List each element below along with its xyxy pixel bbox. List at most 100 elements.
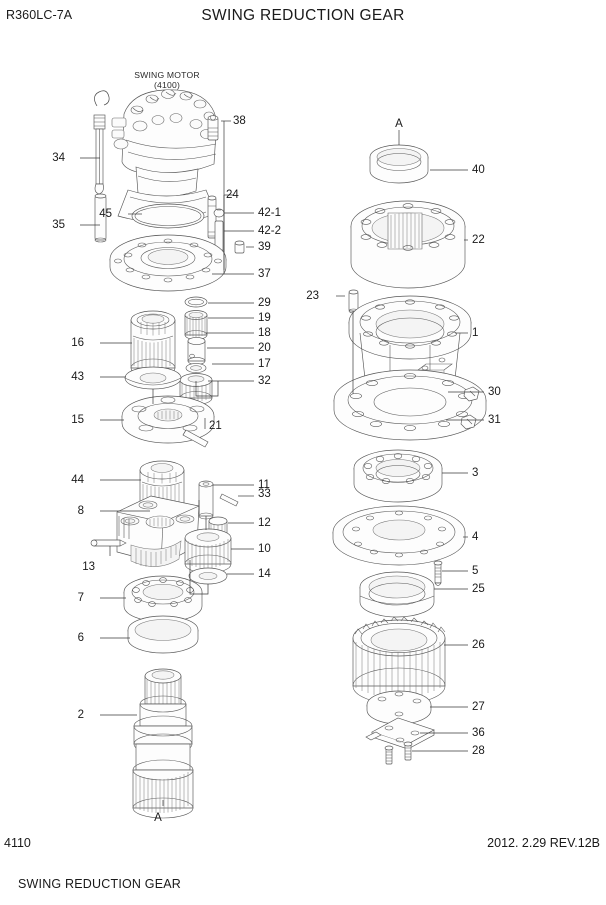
revision-date: 2012. 2.29 REV.12B [487, 836, 600, 850]
part-5-art [433, 560, 443, 586]
callout-42-1[interactable]: 42-1 [258, 207, 282, 219]
part-16-art [130, 310, 176, 378]
part-17-art [179, 373, 213, 405]
part-39-art [234, 240, 245, 254]
callout-42-2[interactable]: 42-2 [258, 225, 282, 237]
callout-12[interactable]: 12 [258, 517, 271, 529]
part-3-art [353, 449, 443, 503]
swing-motor-art [111, 89, 217, 223]
part-43-art [124, 366, 182, 390]
callout-44[interactable]: 44 [71, 474, 84, 486]
callout-3[interactable]: 3 [472, 467, 479, 479]
part-10-art [184, 528, 232, 574]
callout-32[interactable]: 32 [258, 375, 271, 387]
callout-13[interactable]: 13 [82, 561, 95, 573]
part-38-art [207, 115, 219, 141]
callout-38[interactable]: 38 [233, 115, 246, 127]
callout-7[interactable]: 7 [77, 592, 84, 604]
callout-35[interactable]: 35 [52, 219, 65, 231]
part-33-art [219, 493, 239, 507]
part-34-art [93, 90, 110, 195]
callout-43[interactable]: 43 [71, 371, 84, 383]
callout-6[interactable]: 6 [77, 632, 84, 644]
section-marker-marker-a-bottom: A [154, 812, 162, 824]
group-label-line2: (4100) [153, 80, 181, 91]
part-14-art [188, 567, 228, 585]
part-11-art [198, 480, 214, 520]
footer-caption: SWING REDUCTION GEAR [18, 877, 182, 891]
callout-15[interactable]: 15 [71, 414, 84, 426]
callout-16[interactable]: 16 [71, 337, 84, 349]
page-model-code: R360LC-7A [6, 8, 73, 22]
callout-28[interactable]: 28 [472, 745, 485, 757]
callout-27[interactable]: 27 [472, 701, 485, 713]
part-31-art [460, 414, 477, 430]
part-4-art [332, 505, 466, 566]
part-13-art [90, 539, 127, 547]
part-40-art [369, 144, 429, 184]
callout-34[interactable]: 34 [52, 152, 65, 164]
callout-36[interactable]: 36 [472, 727, 485, 739]
part-25-art [359, 571, 435, 618]
callout-18[interactable]: 18 [258, 327, 271, 339]
part-7-art [123, 575, 203, 623]
callout-23[interactable]: 23 [306, 290, 319, 302]
callout-45[interactable]: 45 [99, 208, 112, 220]
callout-30[interactable]: 30 [488, 386, 501, 398]
group-label-swing-motor: SWING MOTOR(4100) [117, 70, 217, 91]
part-18-art [187, 337, 206, 365]
callout-20[interactable]: 20 [258, 342, 271, 354]
callout-21[interactable]: 21 [209, 420, 222, 432]
part-42-1-art [213, 208, 225, 218]
page-title: SWING REDUCTION GEAR [201, 7, 405, 24]
section-marker-marker-a-top: A [395, 118, 403, 130]
callout-25[interactable]: 25 [472, 583, 485, 595]
part-45-art [131, 203, 205, 229]
part-15-art [121, 395, 215, 444]
group-label-line1: SWING MOTOR [134, 70, 200, 80]
callout-29[interactable]: 29 [258, 297, 271, 309]
callout-31[interactable]: 31 [488, 414, 501, 426]
callout-33[interactable]: 33 [258, 488, 271, 500]
part-44-art [139, 460, 185, 522]
callout-5[interactable]: 5 [472, 565, 479, 577]
callout-11[interactable]: 11 [258, 479, 270, 491]
part-8-art [116, 495, 200, 567]
part-32-art [184, 401, 208, 413]
part-1-art [333, 295, 487, 441]
part-36-art [365, 717, 435, 750]
callout-8[interactable]: 8 [77, 505, 84, 517]
callout-4[interactable]: 4 [472, 531, 479, 543]
callout-10[interactable]: 10 [258, 543, 271, 555]
part-30-art [463, 386, 480, 402]
part-22-art [350, 200, 466, 289]
part-29-art [184, 296, 208, 308]
callout-39[interactable]: 39 [258, 241, 271, 253]
leader-lines [80, 120, 484, 806]
part-42-2-art [214, 220, 224, 258]
part-27-art [366, 690, 432, 725]
part-12-art [208, 516, 228, 540]
callout-40[interactable]: 40 [472, 164, 485, 176]
part-21-art [182, 429, 209, 448]
callout-19[interactable]: 19 [258, 312, 271, 324]
callout-26[interactable]: 26 [472, 639, 485, 651]
callout-1[interactable]: 1 [472, 327, 479, 339]
part-24-art [207, 195, 217, 239]
callout-2[interactable]: 2 [77, 709, 84, 721]
part-26-art [352, 616, 446, 705]
callout-24[interactable]: 24 [226, 189, 239, 201]
callout-37[interactable]: 37 [258, 268, 271, 280]
part-19-art [184, 310, 208, 340]
part-20-art [185, 363, 207, 373]
page-code: 4110 [4, 836, 31, 850]
part-23-art [348, 289, 359, 314]
callout-17[interactable]: 17 [258, 358, 271, 370]
part-2-art [132, 668, 194, 819]
callout-14[interactable]: 14 [258, 568, 271, 580]
part-6-art [127, 615, 199, 654]
callout-22[interactable]: 22 [472, 234, 485, 246]
part-28-art [384, 741, 413, 765]
